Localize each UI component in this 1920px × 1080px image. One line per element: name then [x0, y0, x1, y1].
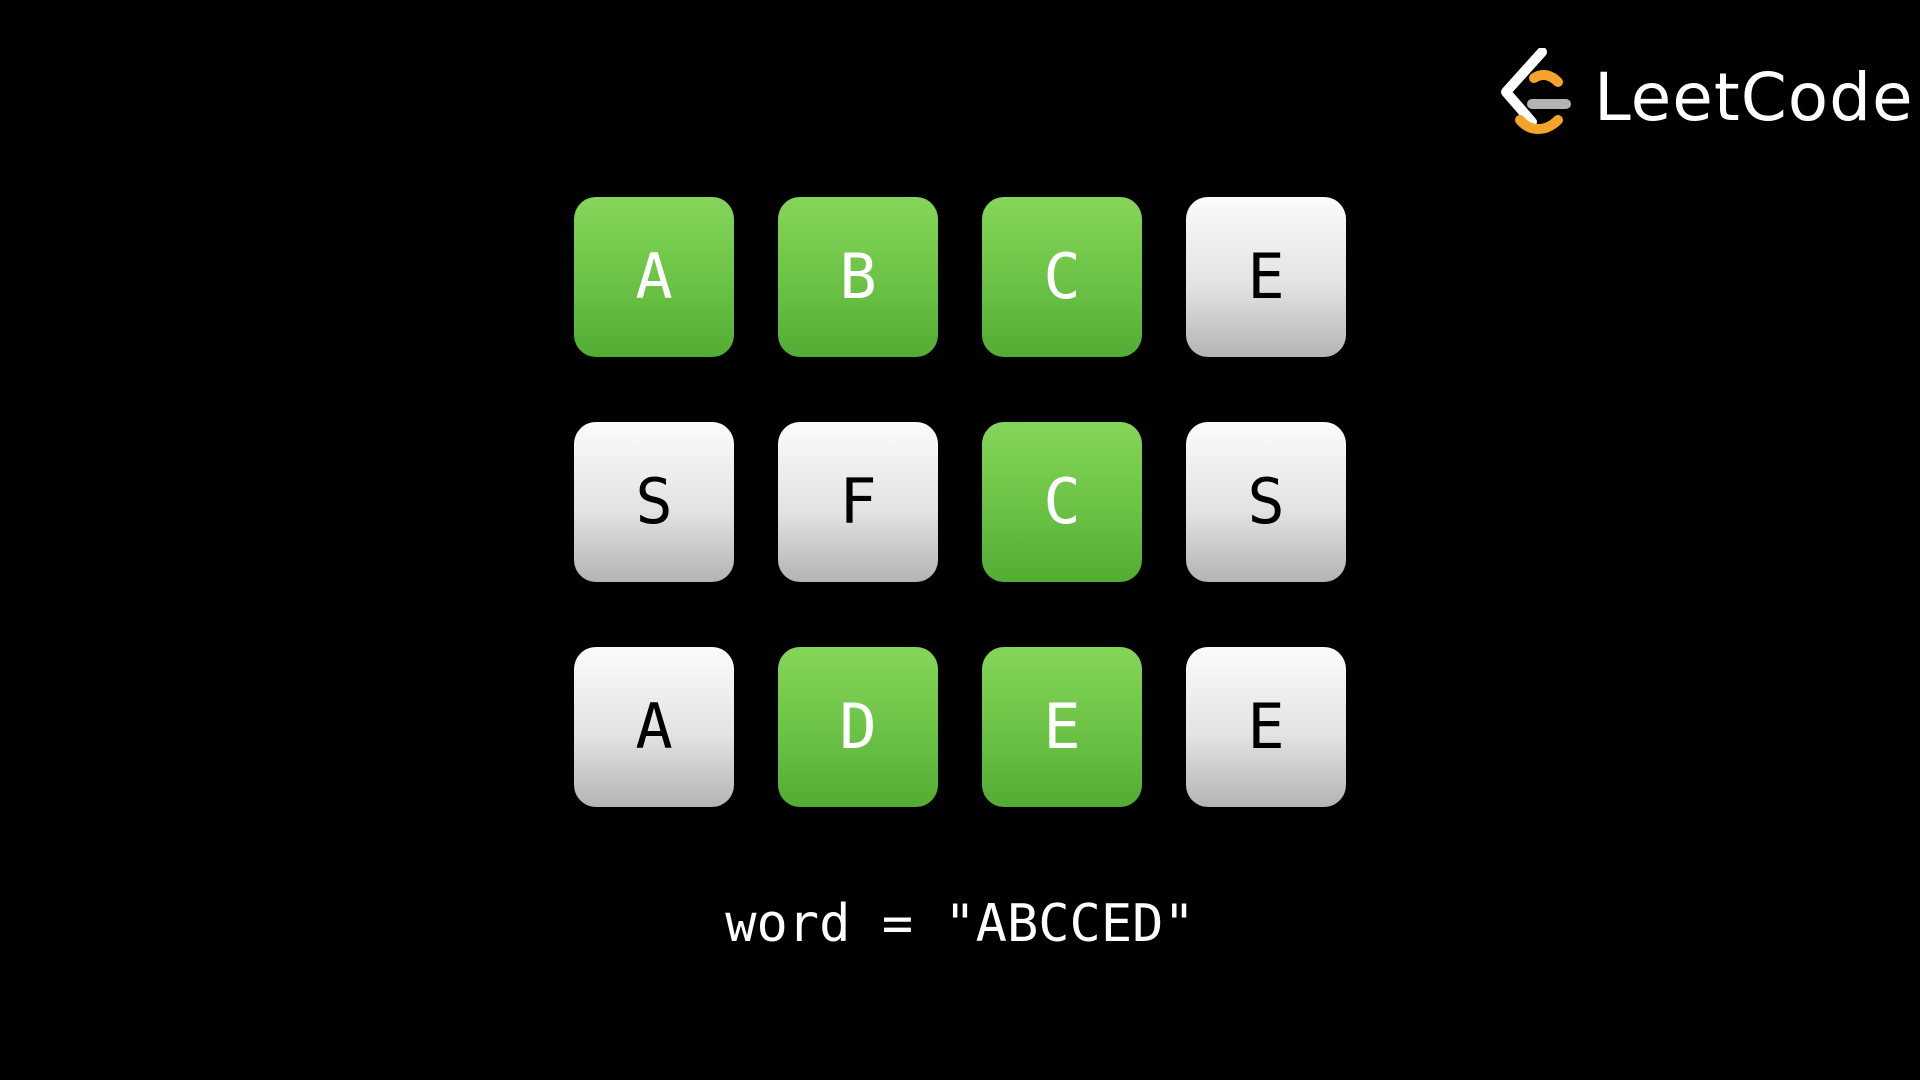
- board-cell-r1-c3: C: [982, 197, 1142, 357]
- board-cell-r3-c1: A: [574, 647, 734, 807]
- board-cell-r1-c4: E: [1186, 197, 1346, 357]
- board-cell-r3-c3: E: [982, 647, 1142, 807]
- board-cell-r2-c1: S: [574, 422, 734, 582]
- leetcode-logo-icon: [1501, 48, 1571, 134]
- target-word: word = "ABCCED": [725, 894, 1195, 954]
- board-cell-r2-c4: S: [1186, 422, 1346, 582]
- board-cell-r1-c1: A: [574, 197, 734, 357]
- board-cell-r3-c4: E: [1186, 647, 1346, 807]
- board-cell-r3-c2: D: [778, 647, 938, 807]
- board-cell-r1-c2: B: [778, 197, 938, 357]
- logo-text: LeetCode: [1594, 59, 1914, 136]
- board-cell-r2-c2: F: [778, 422, 938, 582]
- board-cell-r2-c3: C: [982, 422, 1142, 582]
- leetcode-logo: LeetCode: [1492, 48, 1914, 148]
